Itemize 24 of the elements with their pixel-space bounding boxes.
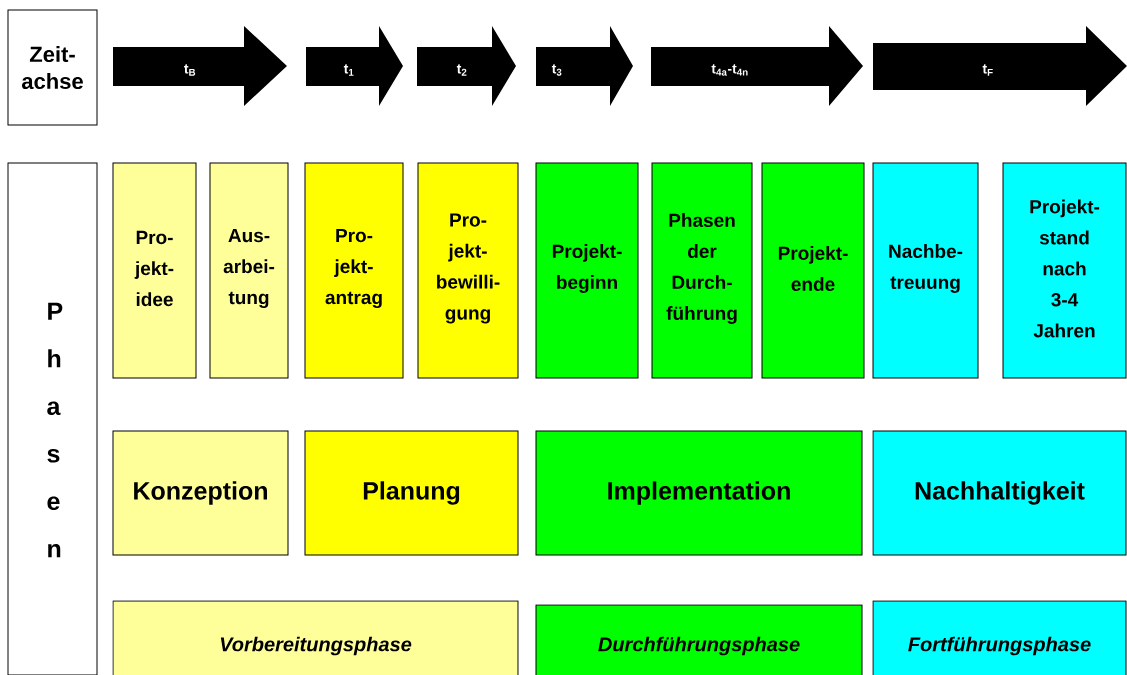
timeline-step: t$_{3}$	[536, 26, 633, 106]
step-box: Projekt- beginn	[535, 162, 639, 379]
phase-box: Konzeption	[112, 430, 289, 556]
label-box: Phasen	[7, 162, 98, 675]
step-box: Pro- jekt- idee	[112, 162, 197, 379]
timeline-step: t$_{B}$	[113, 26, 287, 106]
stage-box: Fortführungsphase	[872, 600, 1127, 675]
label-box: Zeit- achse	[7, 9, 98, 126]
step-box: Phasen der Durch- führung	[651, 162, 753, 379]
stage-box: Durchführungsphase	[535, 604, 863, 675]
step-box: Pro- jekt- antrag	[304, 162, 404, 379]
timeline-step: t$_{4a}$-t$_{4n}$	[651, 26, 863, 106]
step-box: Pro- jekt- bewilli- gung	[417, 162, 519, 379]
timeline-step: t$_{1}$	[306, 26, 403, 106]
phase-box: Implementation	[535, 430, 863, 556]
phase-box: Planung	[304, 430, 519, 556]
step-box: Projekt- ende	[761, 162, 865, 379]
stage-box: Vorbereitungsphase	[112, 600, 519, 675]
timeline-step: t$_{F}$	[873, 26, 1127, 106]
step-box: Nachbe- treuung	[872, 162, 979, 379]
step-box: Projekt- stand nach 3-4 Jahren	[1002, 162, 1127, 379]
timeline-step: t$_{2}$	[417, 26, 516, 106]
phase-box: Nachhaltigkeit	[872, 430, 1127, 556]
step-box: Aus- arbei- tung	[209, 162, 289, 379]
